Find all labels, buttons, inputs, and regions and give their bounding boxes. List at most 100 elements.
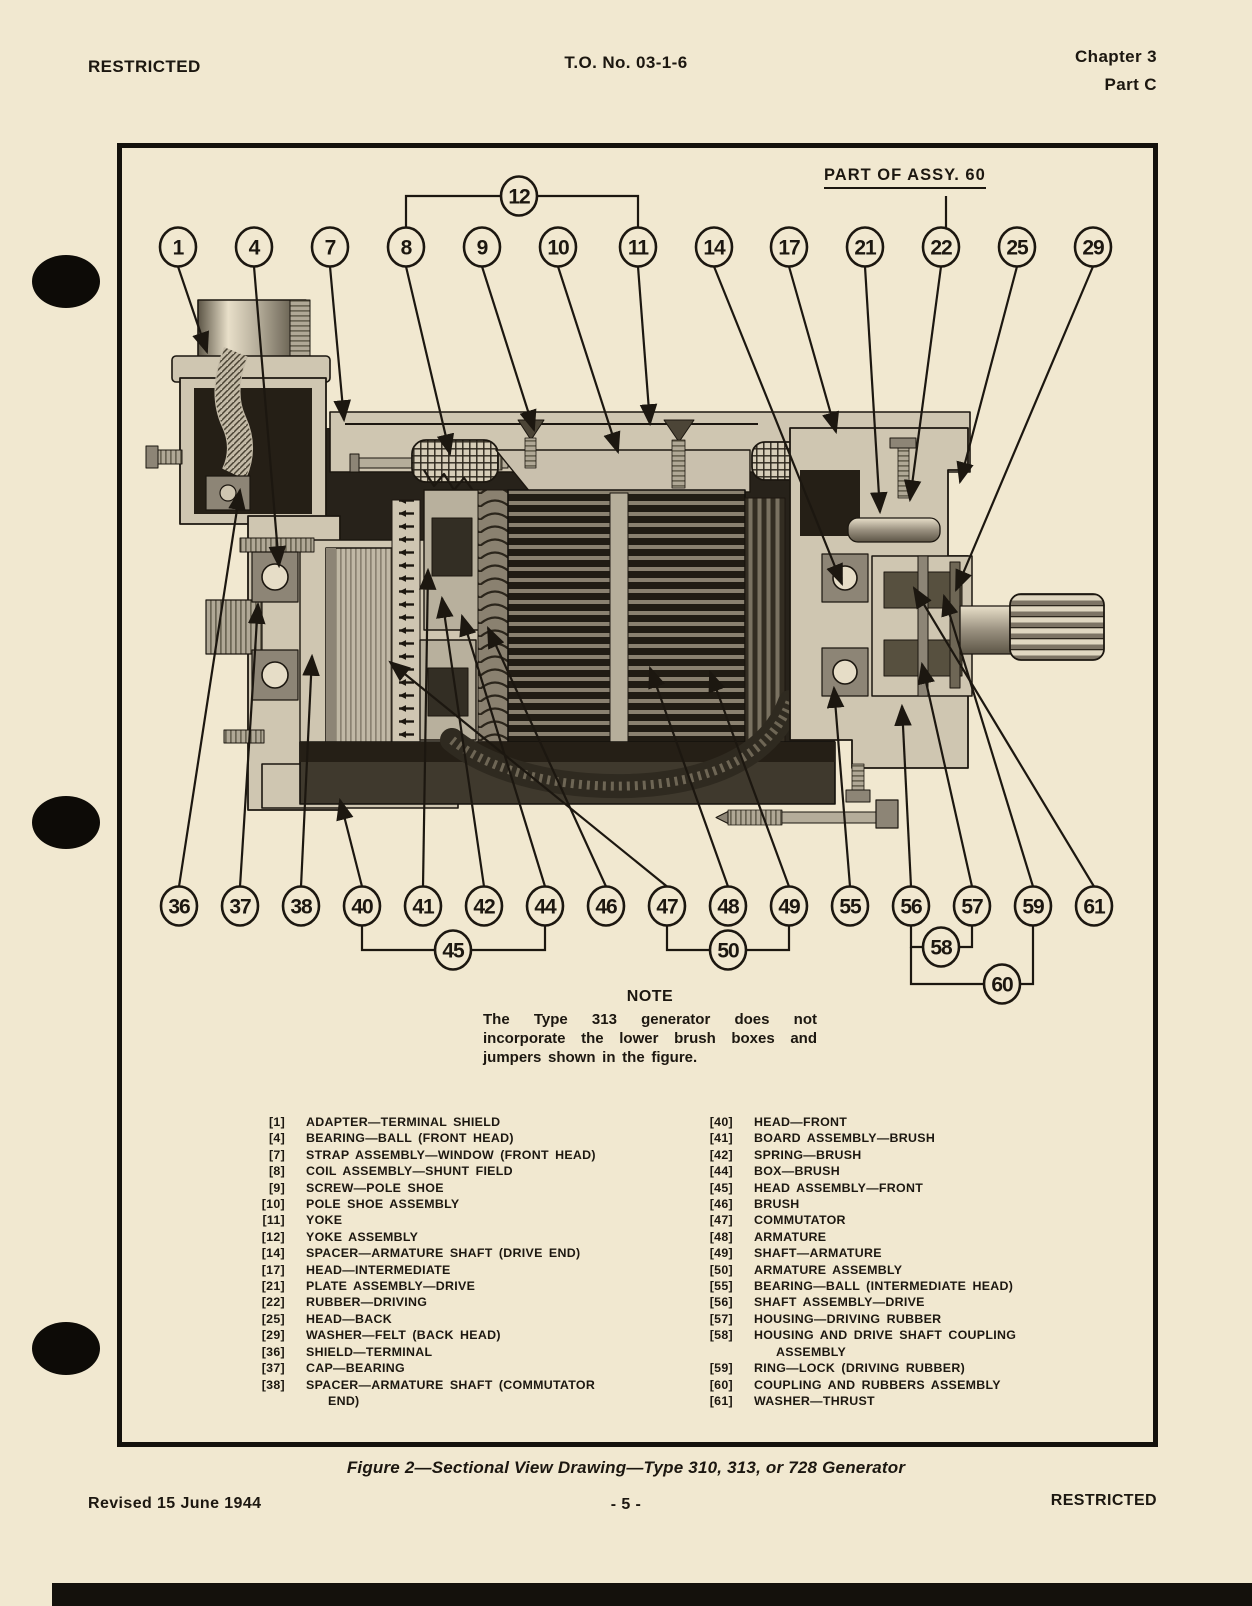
callout-number: 11	[628, 237, 650, 260]
callout-number: 45	[442, 940, 465, 963]
footer-classification: RESTRICTED	[1050, 1492, 1157, 1509]
binder-hole	[32, 796, 100, 849]
callout-number: 42	[473, 896, 495, 919]
legend-item: [47]COMMUTATOR	[709, 1213, 846, 1228]
note-body: The Type 313 generator does not incorpor…	[483, 1011, 817, 1066]
callout-bubble	[525, 885, 565, 927]
callout-leader-line	[863, 266, 888, 515]
legend-item: [49]SHAFT—ARMATURE	[709, 1246, 882, 1261]
callout-leader-line	[903, 266, 943, 503]
callout-leader-line	[648, 665, 730, 887]
legend-item: [22]RUBBER—DRIVING	[261, 1295, 428, 1310]
header-classification: RESTRICTED	[88, 57, 201, 76]
callout-leader-line	[252, 266, 287, 569]
callout-number: 25	[1006, 237, 1029, 260]
callout-bubble	[708, 885, 748, 927]
legend-item: [42]SPRING—BRUSH	[709, 1147, 862, 1162]
generator-sectional-drawing: 1478910111417212225291236373840414244464…	[145, 175, 1114, 1005]
callout-bubble	[830, 885, 870, 927]
legend-item: [21]PLATE ASSEMBLY—DRIVE	[261, 1279, 476, 1294]
legend-item: [38]SPACER—ARMATURE SHAFT (COMMUTATOR	[261, 1377, 596, 1392]
callout-number: 50	[717, 940, 739, 963]
legend-item: [14]SPACER—ARMATURE SHAFT (DRIVE END)	[261, 1246, 581, 1261]
footer-page-number: - 5 -	[610, 1496, 642, 1513]
legend-item: [29]WASHER—FELT (BACK HEAD)	[261, 1328, 501, 1343]
callout-bubble	[952, 885, 992, 927]
legend-item: [50]ARMATURE ASSEMBLY	[709, 1262, 903, 1277]
legend-item: [1]ADAPTER—TERMINAL SHIELD	[268, 1115, 501, 1129]
callout-number: 12	[508, 186, 530, 209]
callout-bubble	[386, 226, 426, 268]
callout-leader-line	[418, 567, 437, 887]
callout-leader-line	[954, 266, 1095, 593]
callout-number: 14	[703, 237, 726, 260]
callout-leader-line	[826, 685, 852, 887]
binder-hole	[32, 1322, 100, 1375]
callout-leader-line	[299, 653, 320, 887]
legend-item: [11]YOKE	[262, 1213, 343, 1228]
callout-bubble	[769, 226, 809, 268]
callout-leader-line	[941, 593, 1035, 887]
legend-item: [17]HEAD—INTERMEDIATE	[261, 1262, 451, 1277]
callout-number: 17	[778, 237, 800, 260]
callout-leader-line	[176, 266, 209, 355]
header-to-number: T.O. No. 03-1-6	[564, 53, 688, 72]
legend-item: [8]COIL ASSEMBLY—SHUNT FIELD	[268, 1164, 513, 1179]
legend-item: [60]COUPLING AND RUBBERS ASSEMBLY	[709, 1377, 1001, 1392]
callout-leader-line	[459, 613, 547, 887]
callout-number: 41	[412, 896, 435, 919]
callout-leader-line	[636, 266, 658, 427]
callout-number: 21	[854, 237, 877, 260]
legend-item: [36]SHIELD—TERMINAL	[261, 1344, 433, 1359]
legend-item: [44]BOX—BRUSH	[709, 1164, 840, 1179]
callout-bubble	[921, 226, 961, 268]
callout-bubble	[1013, 885, 1053, 927]
callout-bracket	[909, 925, 1035, 986]
callout-number: 59	[1022, 896, 1044, 919]
callout-number: 8	[401, 237, 413, 260]
callout-number: 46	[595, 896, 617, 919]
callout-number: 38	[290, 896, 313, 919]
callout-leader-line	[708, 669, 791, 887]
callout-number: 22	[930, 237, 952, 260]
callout-number: 40	[351, 896, 373, 919]
legend-item: [40]HEAD—FRONT	[709, 1115, 848, 1129]
callout-leader-line	[436, 595, 486, 887]
callout-bubble	[342, 885, 382, 927]
legend-item: [61]WASHER—THRUST	[709, 1393, 875, 1408]
legend-item: [37]CAP—BEARING	[261, 1361, 405, 1376]
legend-item: [56]SHAFT ASSEMBLY—DRIVE	[709, 1295, 925, 1310]
callout-leader-line	[556, 266, 621, 455]
callout-number: 55	[839, 896, 862, 919]
callout-bubble	[310, 226, 350, 268]
legend-item: [45]HEAD ASSEMBLY—FRONT	[709, 1180, 924, 1195]
callout-leader-line	[712, 266, 844, 587]
legend-item: [48]ARMATURE	[709, 1229, 827, 1244]
callout-bubble	[220, 885, 260, 927]
callout-number: 36	[168, 896, 190, 919]
callout-number: 44	[534, 896, 557, 919]
legend-item: [55]BEARING—BALL (INTERMEDIATE HEAD)	[709, 1279, 1014, 1294]
callout-bubble	[694, 226, 734, 268]
legend-item: [59]RING—LOCK (DRIVING RUBBER)	[709, 1361, 966, 1376]
callout-number: 9	[477, 237, 488, 260]
header-part: Part C	[1104, 75, 1157, 94]
callout-bubble	[281, 885, 321, 927]
callout-number: 7	[325, 237, 336, 260]
legend-item: [46]BRUSH	[709, 1197, 800, 1212]
legend-item: [25]HEAD—BACK	[261, 1311, 392, 1326]
legend-item: [9]SCREW—POLE SHOE	[268, 1180, 444, 1195]
callout-bubble	[997, 226, 1037, 268]
legend-column-right: [40]HEAD—FRONT[41]BOARD ASSEMBLY—BRUSH[4…	[693, 1114, 1016, 1409]
callout-leader-line	[177, 487, 246, 887]
callout-leader-line	[404, 266, 455, 457]
callout-bubble	[769, 885, 809, 927]
callout-leader-line	[894, 703, 913, 887]
callout-number: 60	[991, 974, 1013, 997]
callout-bubble	[845, 226, 885, 268]
callout-leader-line	[480, 266, 537, 433]
figure-caption: Figure 2—Sectional View Drawing—Type 310…	[346, 1458, 906, 1477]
page-bottom-bar	[52, 1583, 1252, 1606]
